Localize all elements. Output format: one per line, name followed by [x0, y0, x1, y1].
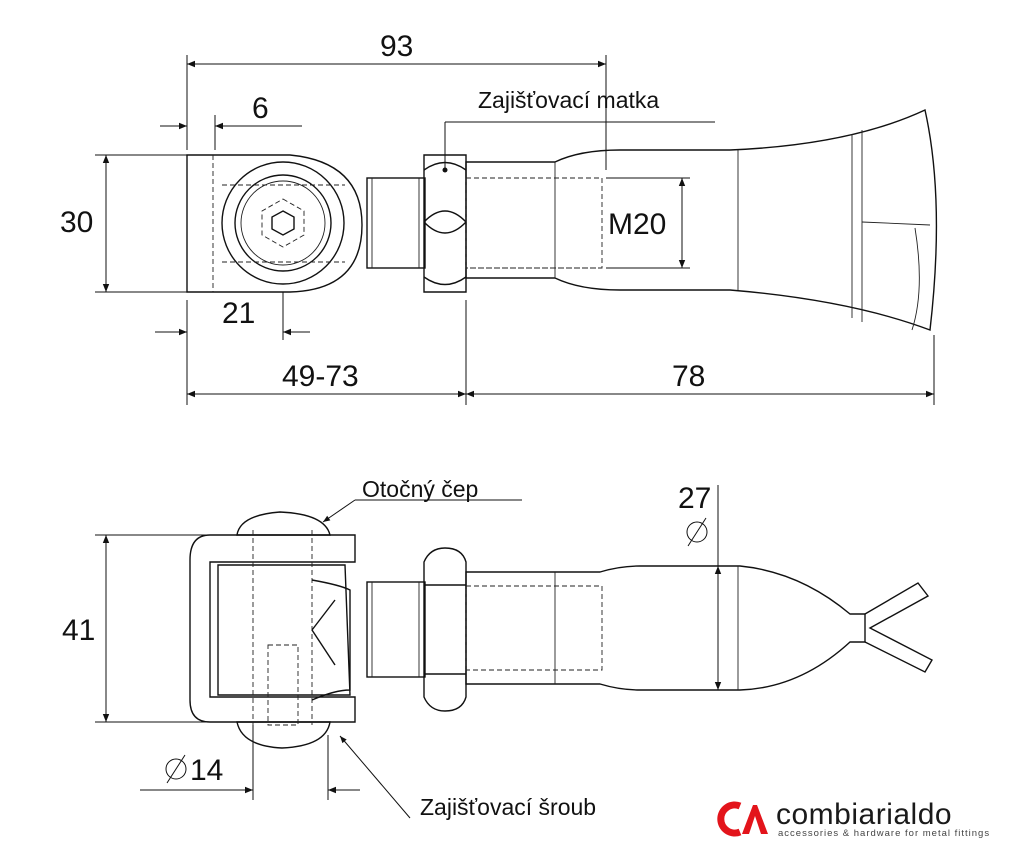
dim-27: 27 — [678, 482, 711, 515]
dim-41: 41 — [62, 614, 95, 647]
lever-tip — [864, 582, 933, 673]
eye-ring-outer — [221, 161, 345, 285]
u-bracket — [189, 534, 356, 723]
hex-socket — [271, 210, 295, 236]
handle-side — [465, 565, 866, 691]
top-view: 93 6 30 21 49-73 78 M20 Zajišťovací matk… — [60, 30, 938, 405]
lock-nut — [423, 154, 467, 293]
label-lock-nut: Zajišťovací matka — [478, 87, 659, 113]
bottom-view: 41 27 14 Otočný čep Zajišťovací šroub — [62, 476, 933, 820]
dim-14: 14 — [190, 754, 223, 787]
logo-tagline: accessories & hardware for metal fitting… — [778, 828, 991, 839]
pivot-pin-head — [236, 511, 331, 536]
neck-bottom — [366, 581, 426, 678]
logo-ca-mark — [717, 801, 768, 837]
dim-78: 78 — [672, 360, 705, 393]
dim-21: 21 — [222, 297, 255, 330]
thread-neck — [366, 177, 426, 269]
dim-m20: M20 — [608, 208, 666, 241]
brand-logo: combiarialdo accessories & hardware for … — [716, 798, 1016, 840]
handle-body — [465, 108, 938, 331]
label-pivot-pin: Otočný čep — [362, 476, 478, 502]
diameter-symbol-27 — [686, 517, 708, 547]
dim-93: 93 — [380, 30, 413, 63]
label-lock-screw: Zajišťovací šroub — [420, 794, 596, 820]
dim-49-73: 49-73 — [282, 360, 359, 393]
eye-block — [186, 154, 363, 293]
lock-nut-side — [423, 547, 467, 712]
logo-brand: combiarialdo — [776, 798, 953, 831]
diameter-symbol-14 — [165, 754, 187, 784]
dim-6: 6 — [252, 92, 269, 125]
lock-screw-head — [236, 721, 331, 749]
dim-30: 30 — [60, 206, 93, 239]
